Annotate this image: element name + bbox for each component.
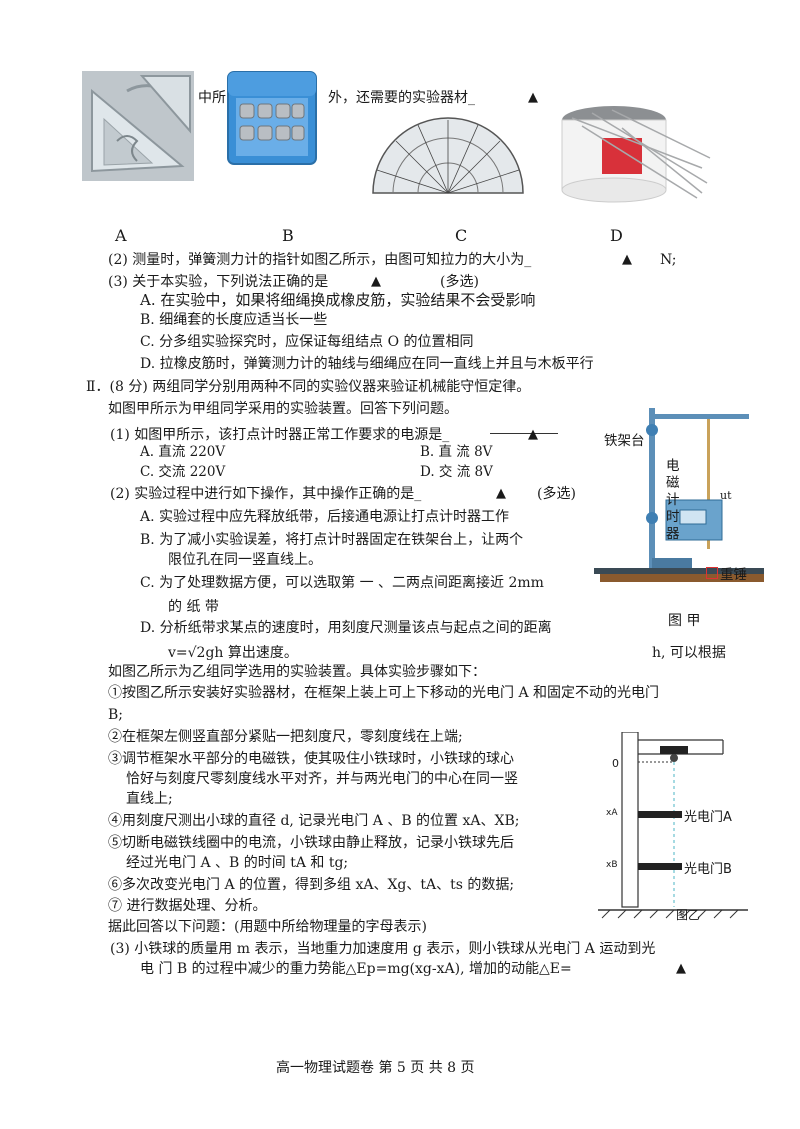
step-3: ③调节框架水平部分的电磁铁，使其吸住小铁球时，小铁球的球心 — [108, 751, 514, 767]
option-label-c: C — [455, 226, 468, 245]
p2-option-d: D. 分析纸带求某点的速度时，用刻度尺测量该点与起点之间的距离 — [140, 620, 552, 636]
answer-note: 据此回答以下问题：(用题中所给物理量的字母表示) — [108, 919, 427, 935]
option-b: B. 细绳套的长度应适当长一些 — [140, 312, 328, 328]
gate-b-label: 光电门B — [684, 862, 732, 877]
question-3: (3) 关于本实验，下列说法正确的是 — [108, 274, 329, 290]
section-title: Ⅱ．(8 分) 两组同学分别用两种不同的实验仪器来验证机械能守恒定律。 — [86, 379, 531, 395]
answer-blank — [490, 433, 558, 434]
step-5: ⑤切断电磁铁线圈中的电流，小铁球由静止释放，记录小铁球先后 — [108, 835, 514, 851]
pins-jar-image — [552, 98, 712, 210]
label-fig-mark: ut — [720, 489, 732, 502]
question-text-post: 外，还需要的实验器材_ — [328, 90, 475, 106]
p2-option-a: A. 实验过程中应先释放纸带，后接通电源让打点计时器工作 — [140, 509, 510, 525]
multi-select-note: (多选) — [440, 274, 479, 290]
p1-option-b: B. 直 流 8V — [420, 444, 493, 460]
weight-square-icon — [706, 567, 718, 579]
step-1: ①按图乙所示安装好实验器材，在框架上装上可上下移动的光电门 A 和固定不动的光电… — [108, 685, 660, 701]
option-label-d: D — [610, 226, 623, 245]
p1-option-c: C. 交流 220V — [140, 464, 226, 480]
option-d: D. 拉橡皮筋时，弹簧测力计的轴线与细绳应在同一直线上并且与木板平行 — [140, 356, 594, 372]
answer-mark: ▲ — [496, 486, 506, 501]
gate-a-label: 光电门A — [684, 810, 732, 825]
answer-mark: ▲ — [676, 961, 686, 976]
scale-zero-label: 0 — [612, 757, 619, 770]
p2-option-c: C. 为了处理数据方便，可以选取第 一 、二两点间距离接近 2mm — [140, 575, 544, 591]
step-3-cont2: 直线上; — [126, 791, 173, 807]
xa-label: xA — [606, 808, 618, 818]
option-a: A. 在实验中，如果将细绳换成橡皮筋，实验结果不会受影响 — [140, 291, 536, 309]
question-p1: (1) 如图甲所示，该打点计时器正常工作要求的电源是_ — [110, 427, 450, 443]
figure-caption-jia: 图 甲 — [668, 613, 701, 629]
step-3-cont: 恰好与刻度尺零刻度线水平对齐，并与两光电门的中心在同一竖 — [126, 771, 518, 787]
page-footer: 高一物理试题卷 第 5 页 共 8 页 — [276, 1060, 475, 1076]
answer-mark: ▲ — [528, 90, 538, 105]
p2-option-d-tail: h, 可以根据 — [652, 645, 726, 661]
figure-yi — [598, 731, 748, 922]
p1-option-a: A. 直流 220V — [140, 444, 226, 460]
step-4: ④用刻度尺测出小球的直径 d, 记录光电门 A 、B 的位置 xA、XB; — [108, 813, 520, 829]
question-p3: (3) 小铁球的质量用 m 表示，当地重力加速度用 g 表示，则小铁球从光电门 … — [110, 941, 656, 957]
label-iron-stand: 铁架台 — [604, 433, 645, 449]
p2-option-b-cont: 限位孔在同一竖直线上。 — [168, 552, 322, 568]
option-label-a: A — [115, 226, 127, 245]
step-6: ⑥多次改变光电门 A 的位置，得到多组 xA、Xg、tA、ts 的数据; — [108, 877, 515, 893]
question-2: (2) 测量时，弹簧测力计的指针如图乙所示，由图可知拉力的大小为_ — [108, 252, 532, 268]
figure-jia — [594, 408, 765, 608]
step-1-cont: B; — [108, 707, 124, 723]
question-text-pre: 中所 — [198, 90, 226, 106]
p2-option-b: B. 为了减小实验误差，将打点计时器固定在铁架台上，让两个 — [140, 532, 524, 548]
answer-mark: ▲ — [528, 427, 538, 442]
p2-option-d-formula: v=√2gh 算出速度。 — [168, 645, 298, 661]
section-intro: 如图甲所示为甲组同学采用的实验装置。回答下列问题。 — [108, 401, 458, 417]
group-b-intro: 如图乙所示为乙组同学选用的实验装置。具体实验步骤如下： — [108, 664, 486, 680]
label-timer: 电磁计时器 — [666, 458, 680, 542]
unit-label: N; — [660, 252, 677, 268]
option-c: C. 分多组实验探究时，应保证每组结点 O 的位置相同 — [140, 334, 474, 350]
step-2: ②在框架左侧竖直部分紧贴一把刻度尺，零刻度线在上端; — [108, 729, 463, 745]
step-7: ⑦ 进行数据处理、分析。 — [108, 898, 267, 914]
answer-mark: ▲ — [371, 274, 381, 289]
option-label-b: B — [282, 226, 294, 245]
question-p2: (2) 实验过程中进行如下操作，其中操作正确的是_ — [110, 486, 422, 502]
question-p3-cont: 电 门 B 的过程中减少的重力势能△Ep=mg(xg-xA), 增加的动能△E= — [140, 961, 572, 977]
weights-box-image — [224, 68, 320, 168]
figure-caption-yi: 图乙 — [676, 908, 701, 922]
xb-label: xB — [606, 860, 618, 870]
triangle-ruler-image — [82, 71, 194, 181]
p2-option-c-cont: 的 纸 带 — [168, 599, 219, 615]
label-weight: 重锤 — [706, 566, 747, 584]
p1-option-d: D. 交 流 8V — [420, 464, 493, 480]
protractor-image — [368, 108, 528, 198]
answer-mark: ▲ — [622, 252, 632, 267]
step-5-cont: 经过光电门 A 、B 的时间 tA 和 tg; — [126, 855, 349, 871]
multi-select-note: (多选) — [537, 486, 576, 502]
